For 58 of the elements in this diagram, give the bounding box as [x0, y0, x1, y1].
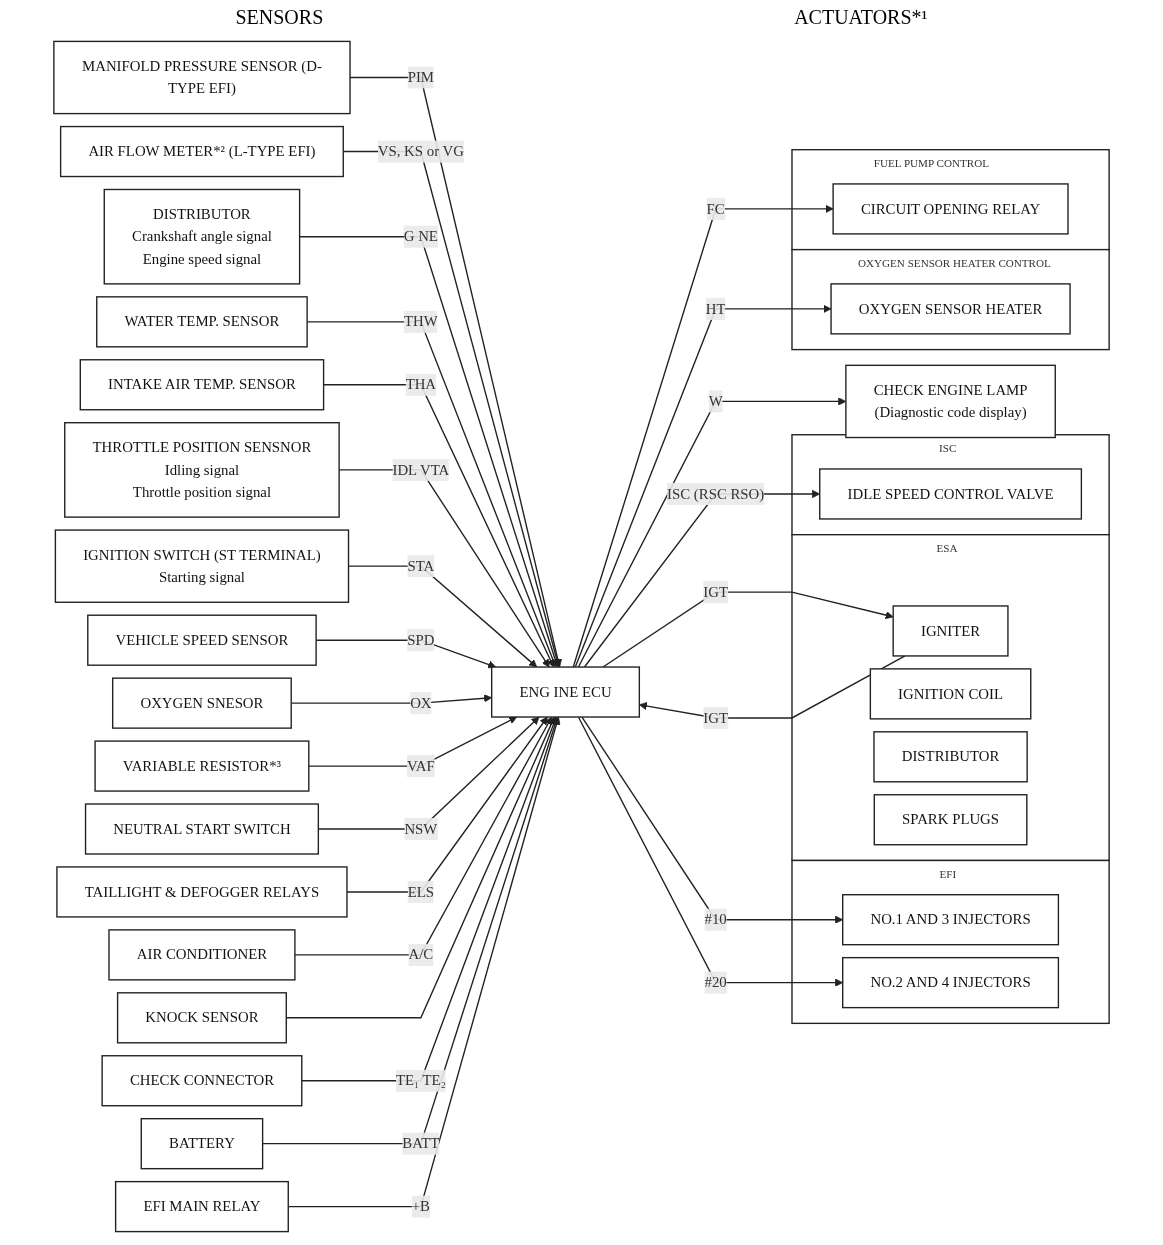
node-box: WATER TEMP. SENSOR: [96, 296, 308, 348]
edge-label: PIM: [407, 69, 435, 85]
node-box: TAILLIGHT & DEFOGGER RELAYS: [56, 866, 348, 918]
node-box: AIR FLOW METER*² (L-TYPE EFI): [59, 125, 344, 178]
arrow: [602, 591, 894, 668]
node-box: CIRCUIT OPENING RELAY: [832, 183, 1069, 235]
edge-label: #10: [704, 911, 727, 928]
node-box: CHECK ENGINE LAMP (Diagnostic code display): [845, 364, 1056, 439]
node-box: KNOCK SENSOR: [116, 992, 287, 1044]
node-box: AIR CONDITIONER: [108, 929, 296, 981]
node-box: MANIFOLD PRESSURE SENSOR (D-TYPE EFI): [53, 40, 351, 115]
node-box: VARIABLE RESISTOR*³: [94, 740, 310, 792]
arrow: [574, 304, 832, 668]
edge-label: VAF: [406, 757, 435, 774]
node-box: BATTERY: [140, 1118, 264, 1170]
column-heading: ACTUATORS*¹: [794, 5, 928, 29]
edge-label: G NE: [403, 228, 438, 245]
edge-label: A/C: [408, 946, 434, 963]
arrow: [572, 204, 834, 668]
node-box: THROTTLE POSITION SENSNOR Idling signal Throttle position signal: [64, 422, 340, 518]
edge-label: SPD: [407, 631, 435, 648]
edge-label: IGT: [703, 709, 728, 726]
node-box: SPARK PLUGS: [873, 794, 1028, 846]
node-box: EFI MAIN RELAY: [114, 1180, 289, 1233]
edge-label: +B: [411, 1198, 430, 1215]
edge-label: IGT: [703, 583, 728, 600]
edge-label: W: [708, 393, 723, 409]
edge-label: NSW: [404, 820, 438, 837]
node-box: IDLE SPEED CONTROL VALVE: [819, 468, 1083, 520]
edge-label: VS, KS or VG: [377, 143, 464, 159]
node-box: CHECK CONNECTOR: [101, 1055, 303, 1107]
edge-label: BATT: [402, 1135, 440, 1152]
node-box: NO.1 AND 3 INJECTORS: [842, 894, 1060, 946]
node-box: ENG INE ECU: [491, 666, 641, 718]
edge-label: IDL VTA: [392, 461, 450, 478]
edge-label: FC: [706, 200, 725, 217]
edge-label: STA: [407, 557, 435, 574]
edge-label: THA: [405, 376, 437, 393]
node-box: IGNITION COIL: [869, 668, 1032, 720]
node-box: DISTRIBUTOR Crankshaft angle signal Engine speed signal: [103, 188, 301, 285]
edge-label: TE₁ TE₂: [395, 1072, 446, 1089]
edge-label: OX: [410, 694, 432, 711]
node-box: IGNITER: [892, 605, 1009, 657]
node-box: NEUTRAL START SWITCH: [84, 803, 320, 855]
node-box: OXYGEN SENSOR HEATER: [830, 283, 1071, 335]
edge-label: ISC (RSC RSO): [667, 485, 765, 502]
node-box: IGNITION SWITCH (ST TERMINAL) Starting signal: [54, 529, 350, 603]
node-box: NO.2 AND 4 INJECTORS: [842, 956, 1060, 1009]
node-box: DISTRIBUTOR: [873, 731, 1028, 783]
column-heading: SENSORS: [235, 5, 324, 29]
edge-label: HT: [705, 300, 726, 317]
node-box: INTAKE AIR TEMP. SENSOR: [79, 359, 325, 411]
node-box: OXYGEN SNESOR: [112, 677, 292, 729]
edge-label: ELS: [407, 883, 435, 900]
node-box: VEHICLE SPEED SENSOR: [87, 614, 317, 666]
edge-label: THW: [403, 313, 438, 330]
arrow: [346, 716, 548, 893]
edge-label: #20: [704, 974, 727, 991]
